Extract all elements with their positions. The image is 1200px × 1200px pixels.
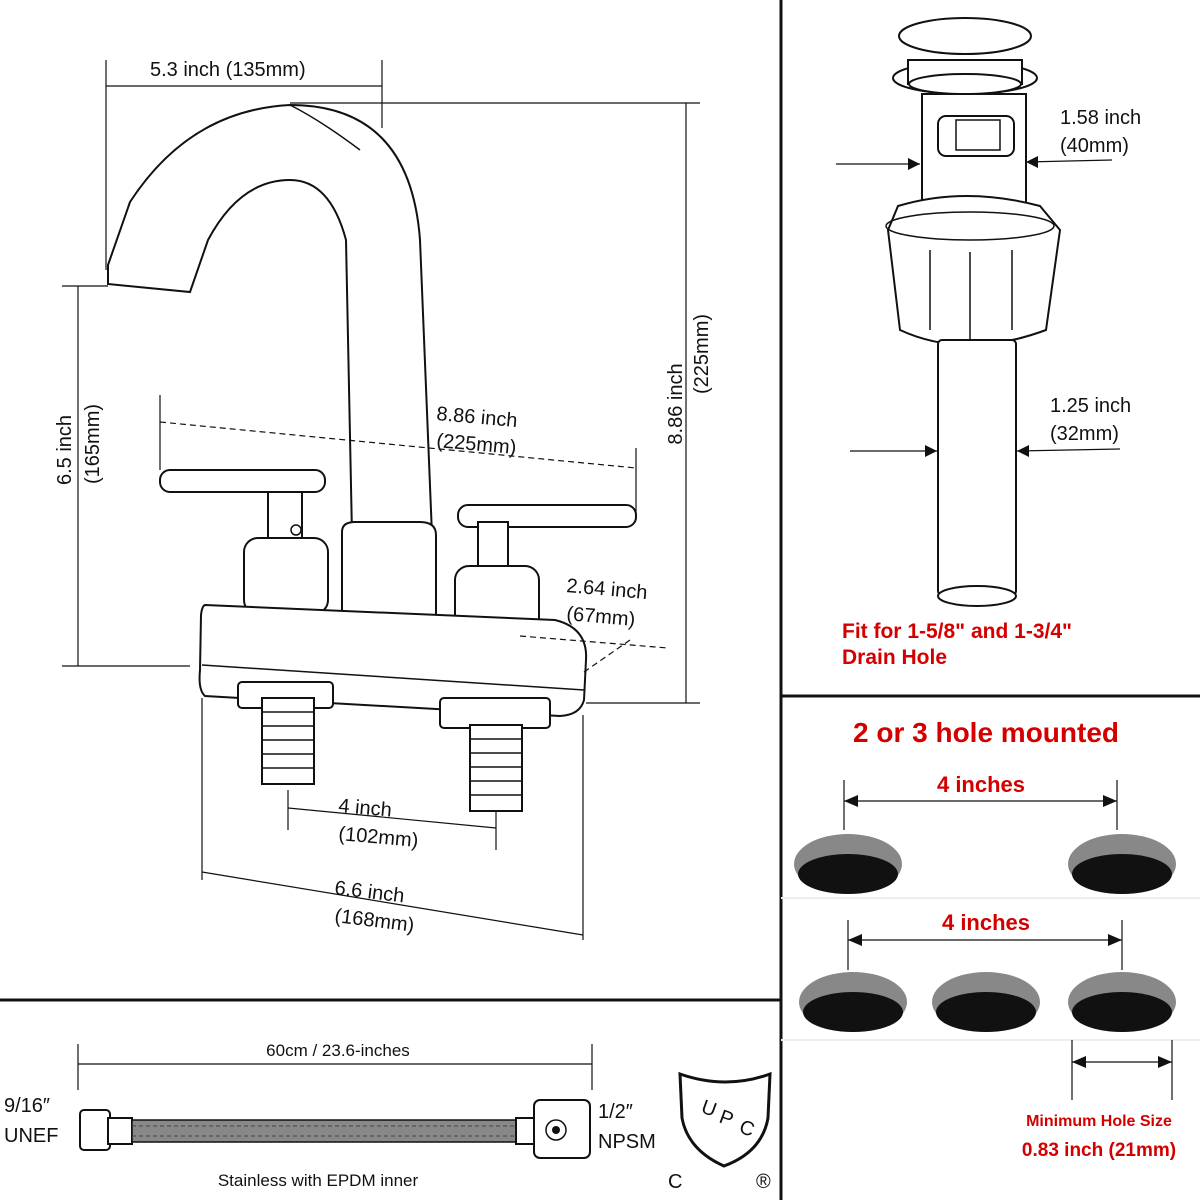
faucet-dimension-lines bbox=[62, 60, 700, 940]
holes-panel: 2 or 3 hole mounted 4 inches 4 inches bbox=[781, 717, 1200, 1161]
drain-drawing bbox=[885, 17, 1062, 607]
spout-height-mm-label: (165mm) bbox=[82, 404, 104, 484]
hose-right-thread-label: 1/2″ bbox=[598, 1101, 633, 1123]
base-width-mm-label: (168mm) bbox=[333, 905, 415, 937]
upc-c-mark: C bbox=[668, 1171, 682, 1193]
hose-left-thread-label: 9/16″ bbox=[4, 1095, 50, 1117]
hose-right-thread-type-label: NPSM bbox=[598, 1131, 656, 1153]
drain-dimension-lines bbox=[836, 156, 1121, 457]
upc-letter-u: U bbox=[698, 1096, 719, 1122]
left-shank bbox=[261, 697, 315, 785]
holes-title: 2 or 3 hole mounted bbox=[853, 717, 1119, 748]
spout-height-label: 6.5 inch bbox=[54, 415, 76, 485]
drain-fit-note-line2: Drain Hole bbox=[842, 646, 947, 669]
hose-material-label: Stainless with EPDM inner bbox=[218, 1171, 419, 1190]
faucet-drawing bbox=[107, 103, 637, 812]
three-hole-spacing-label: 4 inches bbox=[942, 910, 1030, 935]
base-width-label: 6.6 inch bbox=[333, 877, 405, 907]
drain-pipe-diameter-mm-label: (32mm) bbox=[1050, 423, 1119, 445]
upc-letter-c: C bbox=[736, 1116, 757, 1142]
center-spacing-mm-label: (102mm) bbox=[338, 823, 420, 852]
drain-top-diameter-mm-label: (40mm) bbox=[1060, 135, 1129, 157]
center-spacing-label: 4 inch bbox=[338, 795, 393, 822]
hose-panel: 60cm / 23.6-inches 9/16″ UNEF 1/2″ NPSM … bbox=[4, 1041, 656, 1190]
three-hole-row bbox=[799, 972, 1176, 1032]
registered-mark: ® bbox=[756, 1171, 771, 1193]
spout-reach-label: 5.3 inch (135mm) bbox=[150, 59, 306, 81]
base-depth-label: 2.64 inch bbox=[566, 575, 649, 604]
min-hole-size-label: Minimum Hole Size bbox=[1026, 1113, 1172, 1130]
total-height-label: 8.86 inch bbox=[665, 363, 687, 444]
hose-left-thread-type-label: UNEF bbox=[4, 1125, 58, 1147]
upc-certification-mark: U P C C ® bbox=[668, 1071, 772, 1193]
drain-labels: 1.58 inch (40mm) 1.25 inch (32mm) Fit fo… bbox=[842, 107, 1141, 669]
two-hole-row bbox=[794, 834, 1176, 894]
handle-span-label: 8.86 inch bbox=[436, 403, 519, 432]
drain-fit-note-line1: Fit for 1-5/8" and 1-3/4" bbox=[842, 620, 1072, 643]
hose-drawing bbox=[79, 1099, 591, 1159]
drain-top-diameter-label: 1.58 inch bbox=[1060, 107, 1141, 129]
hose-length-label: 60cm / 23.6-inches bbox=[266, 1041, 410, 1060]
two-hole-spacing-label: 4 inches bbox=[937, 772, 1025, 797]
min-hole-size-value: 0.83 inch (21mm) bbox=[1022, 1140, 1176, 1161]
drain-pipe-diameter-label: 1.25 inch bbox=[1050, 395, 1131, 417]
total-height-mm-label: (225mm) bbox=[691, 314, 713, 394]
right-shank bbox=[469, 724, 523, 812]
handle-span-mm-label: (225mm) bbox=[436, 430, 518, 459]
base-depth-mm-label: (67mm) bbox=[566, 603, 637, 631]
